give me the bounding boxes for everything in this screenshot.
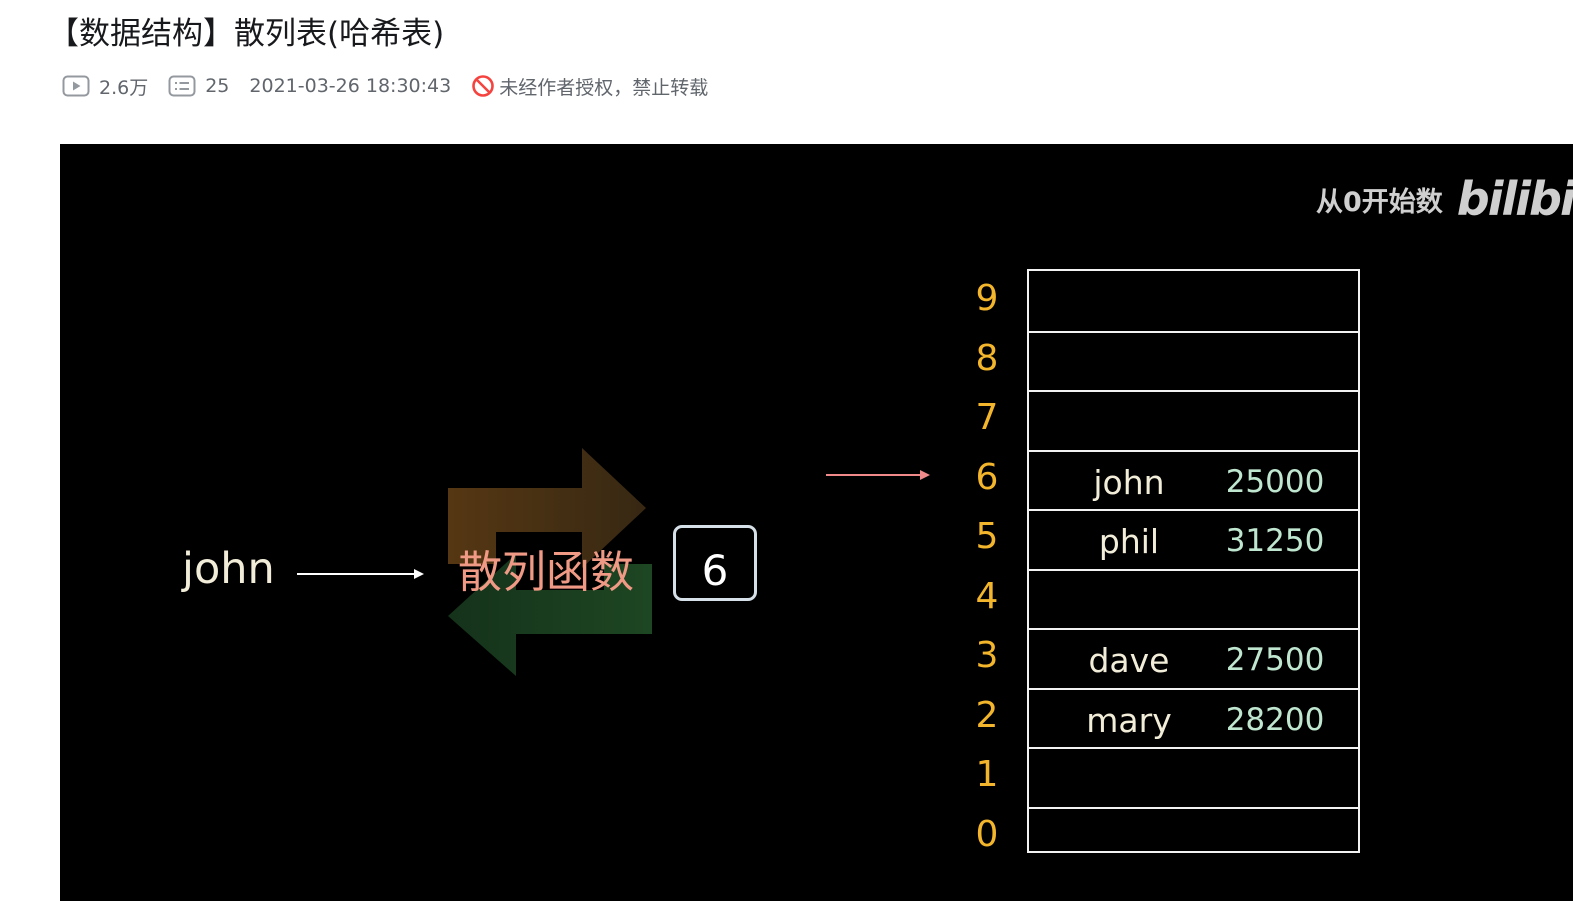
video-title: 【数据结构】散列表(哈希表) [48,16,445,52]
video-meta-bar: 2.6万 25 2021-03-26 18:30:43 未经作者授权，禁止转载 [62,70,708,102]
play-icon [62,75,90,97]
hash-table-slot: mary 28200 [1029,687,1358,748]
hash-table-slot [1029,390,1358,450]
hash-function-arrows-icon [448,448,652,676]
bucket-index: 4 [975,575,999,617]
watermark-text: 从0开始数 [1316,186,1443,218]
key-to-function-arrow [297,569,424,579]
view-count: 2.6万 [62,73,148,100]
danmaku-icon [168,75,196,97]
view-count-text: 2.6万 [99,76,149,99]
reprint-notice-text: 未经作者授权，禁止转载 [499,76,709,99]
slot-value: 31250 [1225,523,1325,559]
bilibili-watermark: 从0开始数 bilibil [1316,174,1573,224]
hash-result-box: 6 [673,525,757,601]
publish-datetime: 2021-03-26 18:30:43 [249,75,451,97]
slot-value: 28200 [1225,701,1325,738]
slot-key: john [1093,462,1165,502]
slot-value: 25000 [1225,463,1325,500]
bucket-index: 3 [975,635,999,676]
hash-table-slot [1029,806,1358,867]
danmaku-count-text: 25 [205,75,230,97]
bucket-index: 6 [975,456,999,498]
hash-function-label: 散列函数 [458,547,634,598]
hash-table-slot [1029,747,1358,807]
hash-table-slot: phil 31250 [1029,509,1358,569]
slot-key: mary [1086,700,1172,740]
hash-table-slot: dave 27500 [1029,628,1358,688]
slot-key: phil [1098,522,1160,561]
bilibili-logo: bilibil [1456,172,1573,226]
hash-table-slot [1029,271,1358,331]
bucket-index: 0 [975,813,999,855]
slot-key: dave [1088,641,1170,680]
publish-datetime-text: 2021-03-26 18:30:43 [249,75,452,97]
bucket-index: 1 [975,754,999,795]
hash-result-value: 6 [701,545,729,595]
bucket-index: 9 [975,278,999,319]
bucket-index: 5 [975,516,999,557]
no-reprint-icon [472,75,495,97]
hash-table-slot [1029,330,1358,391]
flow-arrows [297,470,930,579]
hash-table-slot: john 25000 [1029,449,1358,510]
danmaku-count: 25 [168,75,229,97]
result-to-slot-arrow [826,470,930,480]
reprint-notice: 未经作者授权，禁止转载 [471,73,708,100]
bucket-index: 8 [975,337,999,379]
bucket-index: 2 [975,694,999,736]
video-player[interactable]: 从0开始数 bilibil john 散列函数 6 [60,144,1573,901]
key-label: john [182,544,275,594]
hash-table: john 25000 phil 31250 dave 27500 mary 28… [1027,269,1360,853]
slot-value: 27500 [1225,642,1325,678]
hash-table-slot [1029,568,1358,629]
bucket-index: 7 [975,397,999,438]
